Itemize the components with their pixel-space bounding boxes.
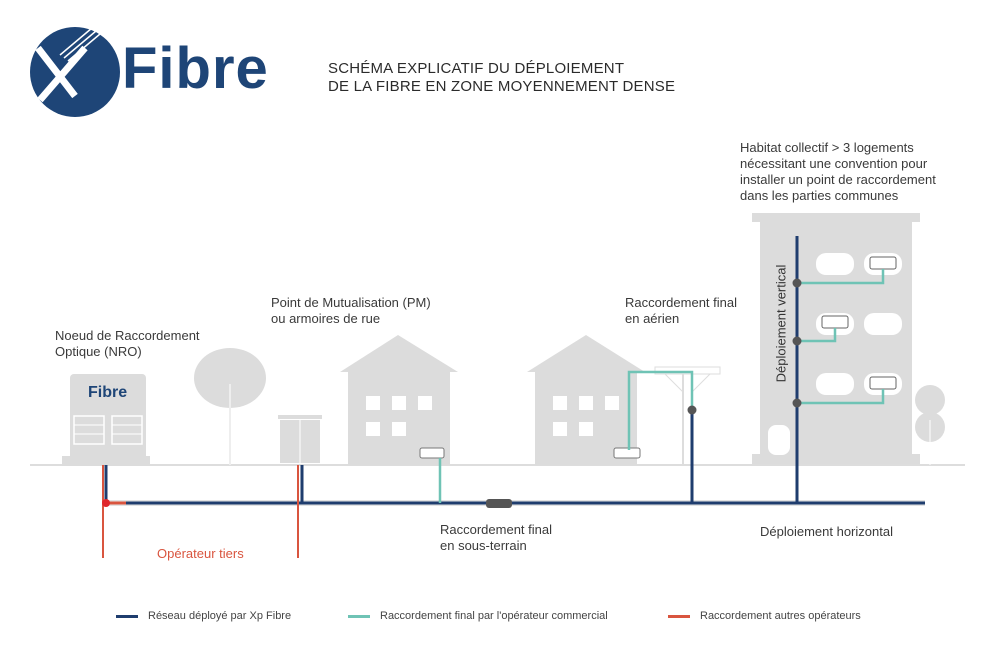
teal-connections [438, 269, 885, 503]
house-2 [527, 335, 645, 465]
house-1 [340, 335, 458, 465]
legend-swatch [668, 614, 690, 618]
legend-item-red: Raccordement autres opérateurs [668, 610, 861, 622]
logo-wordmark: Fibre [122, 36, 269, 101]
legend-item-teal: Raccordement final par l'opérateur comme… [348, 610, 608, 622]
xpfibre-logo-mark [30, 27, 120, 117]
tree [194, 348, 266, 465]
label-operateur-tiers: Opérateur tiers [157, 546, 244, 561]
utility-pole [654, 366, 721, 465]
legend-swatch [348, 614, 370, 618]
nro-logo: Fibre [88, 384, 128, 401]
legend-swatch [116, 614, 138, 618]
red-operator-lines [102, 465, 299, 558]
label-pm: Point de Mutualisation (PM)ou armoires d… [271, 295, 431, 326]
label-vertical: Déploiement vertical [773, 264, 789, 383]
red-junction [102, 499, 110, 507]
page-title: SCHÉMA EXPLICATIF DU DÉPLOIEMENT DE LA F… [328, 60, 676, 95]
legend-item-navy: Réseau déployé par Xp Fibre [116, 610, 291, 622]
nro-building [62, 374, 150, 466]
small-tree [915, 385, 945, 465]
label-horizontal: Déploiement horizontal [760, 524, 893, 539]
splice-box [486, 499, 512, 508]
junction-points [687, 278, 802, 415]
pm-cabinet [278, 415, 322, 463]
